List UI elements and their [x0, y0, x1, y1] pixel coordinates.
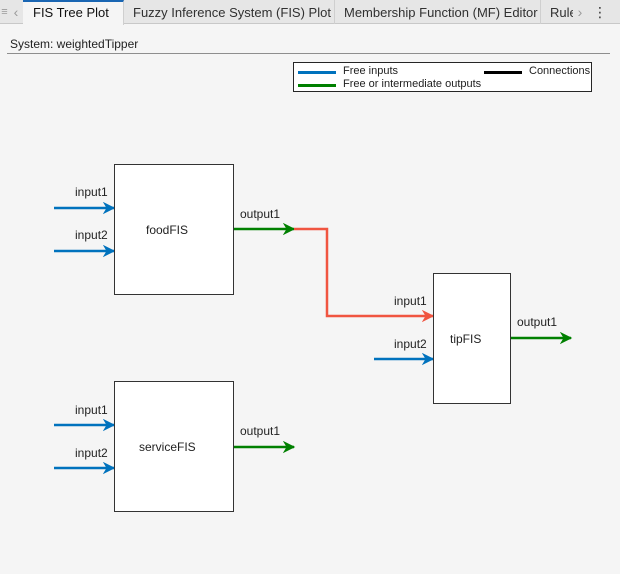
foodfis-input2-label: input2: [75, 228, 108, 242]
servicefis-input2-label: input2: [75, 446, 108, 460]
tab-bar: ≡ ‹ FIS Tree Plot Fuzzy Inference System…: [0, 0, 620, 25]
servicefis-name: serviceFIS: [139, 440, 196, 454]
header-separator: [7, 53, 610, 54]
legend-label-connections: Connections: [529, 65, 591, 77]
tipfis-name: tipFIS: [450, 332, 482, 346]
tipfis-output1-label: output1: [517, 315, 558, 329]
tipfis-input1-label: input1: [394, 294, 427, 308]
foodfis-name: foodFIS: [146, 223, 189, 237]
connection-food-to-tip: [294, 227, 435, 323]
menu-icon[interactable]: ≡: [1, 6, 8, 18]
chevron-left-icon[interactable]: ‹: [13, 4, 19, 20]
legend-label-free-inputs: Free inputs: [343, 65, 399, 77]
tipfis-block[interactable]: [433, 273, 511, 404]
tab-fis-tree-plot[interactable]: FIS Tree Plot: [23, 0, 124, 25]
tab-fis-plot[interactable]: Fuzzy Inference System (FIS) Plot: [124, 0, 335, 24]
free-outputs-swatch: [298, 84, 336, 87]
foodfis-output1-label: output1: [240, 207, 281, 221]
servicefis-block[interactable]: [114, 381, 234, 512]
tab-rule-editor[interactable]: Rule: [550, 5, 573, 20]
foodfis-input1-label: input1: [75, 185, 108, 199]
chevron-right-icon[interactable]: ›: [577, 4, 583, 20]
foodfis-block[interactable]: [114, 164, 234, 295]
connections-swatch: [484, 71, 522, 74]
tab-mf-editor[interactable]: Membership Function (MF) Editor: [335, 0, 541, 24]
servicefis-input1-label: input1: [75, 403, 108, 417]
legend-label-free-outputs: Free or intermediate outputs: [343, 78, 482, 90]
more-options-icon[interactable]: ⋮: [593, 4, 607, 20]
free-inputs-swatch: [298, 71, 336, 74]
system-label: System: weightedTipper: [10, 37, 139, 51]
legend: Free inputs Free or intermediate outputs…: [293, 62, 592, 92]
tipfis-input2-label: input2: [394, 337, 427, 351]
servicefis-output1-label: output1: [240, 424, 281, 438]
